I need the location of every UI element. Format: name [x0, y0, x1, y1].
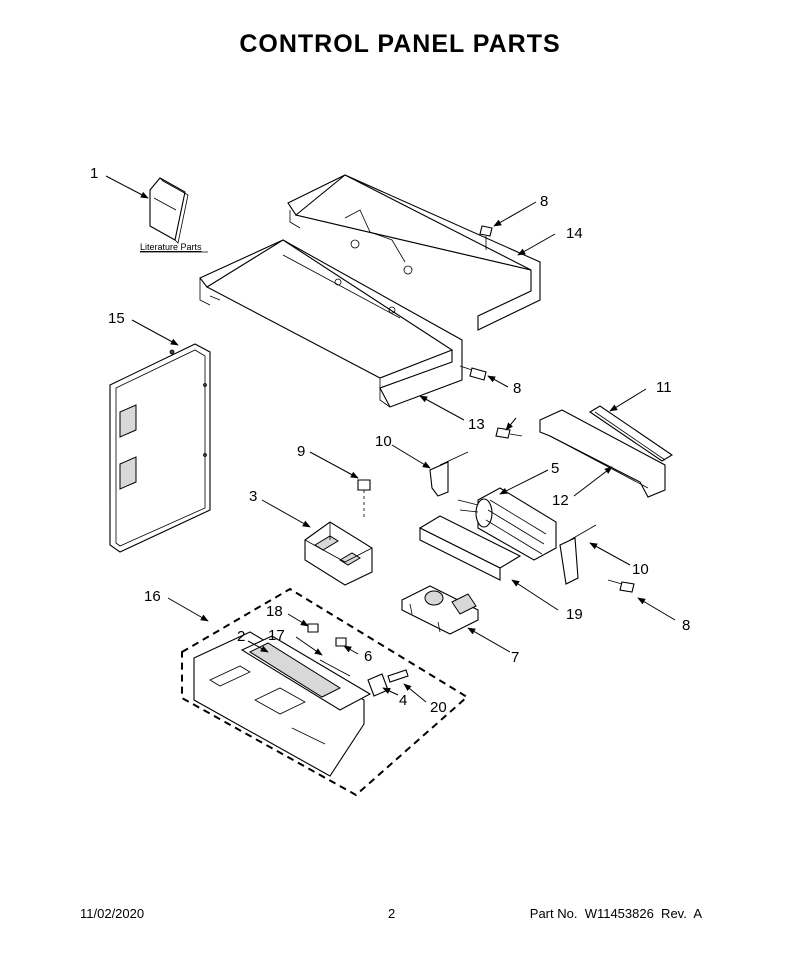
callout-15: 15 [108, 310, 125, 327]
screw-part[interactable] [479, 225, 493, 250]
control-panel-assembly-outline [181, 587, 469, 797]
mounting-plate-part[interactable] [539, 409, 666, 498]
callout-5: 5 [551, 460, 559, 477]
callout-12: 12 [552, 492, 569, 509]
callout-16: 16 [144, 588, 161, 605]
callout-2: 2 [237, 628, 245, 645]
literature-parts-label: Literature Parts [140, 242, 202, 252]
callout-9: 9 [297, 443, 305, 460]
callout-3: 3 [249, 488, 257, 505]
callout-8: 8 [540, 193, 548, 210]
callout-20: 20 [430, 699, 447, 716]
footer-page-number: 2 [388, 906, 396, 921]
callout-10: 10 [375, 433, 392, 450]
callout-13: 13 [468, 416, 485, 433]
callout-19: 19 [566, 606, 583, 623]
callout-6: 6 [364, 648, 372, 665]
console-face-panel-part[interactable] [193, 631, 365, 777]
callout-11: 11 [656, 379, 672, 396]
footer-part-number: Part No. W11453826 Rev. A [529, 906, 702, 921]
callout-8: 8 [513, 380, 521, 397]
air-duct-part[interactable] [418, 515, 522, 581]
screw-part[interactable] [459, 365, 487, 381]
harness-connector-part[interactable] [307, 623, 319, 633]
screw-part[interactable] [495, 427, 523, 439]
cooling-blower-part[interactable] [457, 487, 557, 561]
bracket-part[interactable] [429, 451, 469, 497]
leader-lines [105, 175, 676, 703]
side-panel-part[interactable] [109, 343, 211, 553]
ground-screw-part[interactable] [335, 637, 347, 647]
power-filter-part[interactable] [401, 585, 479, 635]
mounting-screw-part[interactable] [357, 479, 371, 520]
screw-part[interactable] [607, 579, 635, 593]
callout-14: 14 [566, 225, 583, 242]
callout-10: 10 [632, 561, 649, 578]
callout-8: 8 [682, 617, 690, 634]
page-title: CONTROL PANEL PARTS [239, 30, 561, 58]
footer-date: 11/02/2020 [80, 906, 145, 921]
callout-4: 4 [399, 692, 407, 709]
callout-1: 1 [90, 165, 98, 182]
relay-board-part[interactable] [304, 521, 373, 586]
seal-strip-part[interactable] [588, 405, 674, 462]
callout-17: 17 [268, 627, 285, 644]
literature-booklet-part[interactable] [149, 177, 189, 244]
lower-cover-panel-part[interactable] [199, 239, 463, 408]
bracket-part[interactable] [559, 524, 597, 585]
callout-18: 18 [266, 603, 283, 620]
clip-part[interactable] [387, 669, 409, 683]
callout-7: 7 [511, 649, 519, 666]
upper-cover-panel-part[interactable] [287, 174, 541, 331]
light-pipe-part[interactable] [367, 673, 389, 697]
